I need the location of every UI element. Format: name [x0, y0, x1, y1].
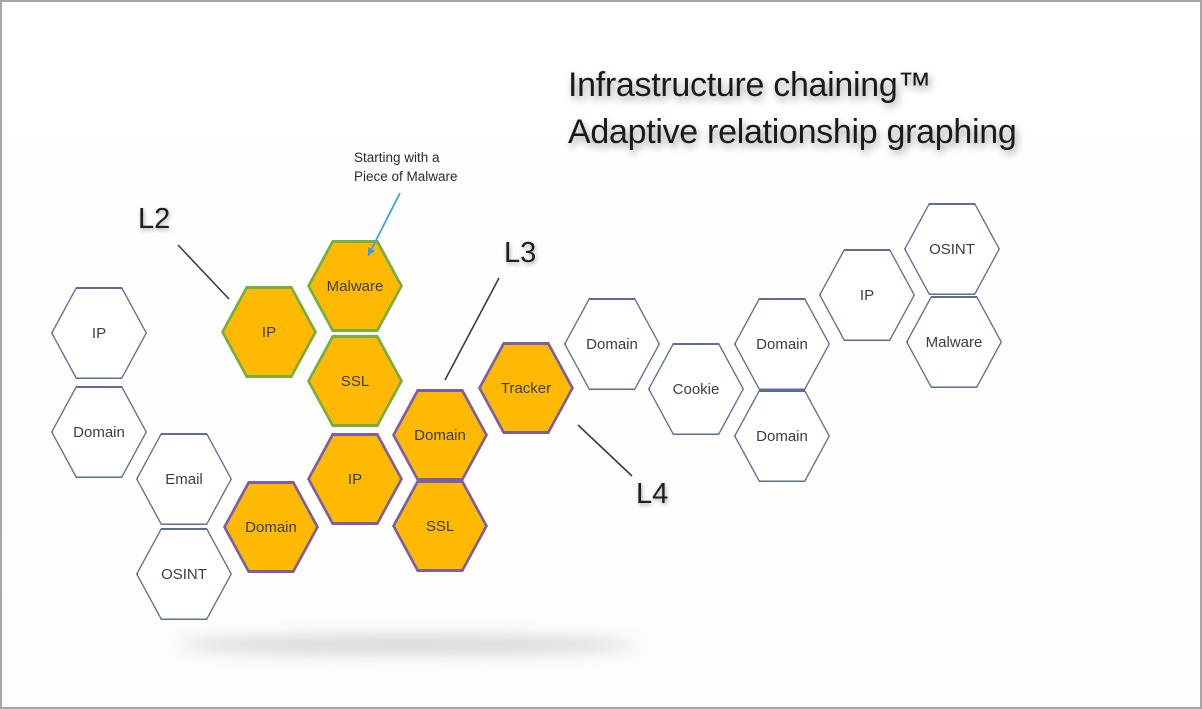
hex-label: Email: [165, 470, 203, 488]
title-line-1: Infrastructure chaining™: [568, 66, 932, 104]
hex-node-ssl-11: SSL: [392, 480, 488, 572]
hex-label: IP: [859, 286, 875, 304]
leader-line-l4: [577, 424, 633, 477]
hex-node-ssl-6: SSL: [307, 335, 403, 427]
hex-label: Domain: [414, 426, 466, 444]
hex-node-domain-1: Domain: [51, 386, 147, 478]
hex-fill: IP: [52, 288, 146, 378]
hex-node-domain-15: Domain: [734, 390, 830, 482]
hex-label: IP: [347, 470, 363, 488]
hex-fill: IP: [224, 289, 314, 375]
hex-fill: SSL: [310, 338, 400, 424]
hex-node-domain-12: Domain: [564, 298, 660, 390]
hex-fill: Malware: [310, 243, 400, 329]
hex-fill: Domain: [52, 387, 146, 477]
hex-node-tracker-8: Tracker: [478, 342, 574, 434]
hex-fill: Domain: [565, 299, 659, 389]
hex-node-ip-0: IP: [51, 287, 147, 379]
hex-node-malware-18: Malware: [906, 296, 1002, 388]
hex-node-malware-4: Malware: [307, 240, 403, 332]
hex-label: Domain: [73, 423, 125, 441]
hex-fill: IP: [310, 436, 400, 522]
hex-node-ip-5: IP: [221, 286, 317, 378]
hex-label: SSL: [425, 517, 455, 535]
hex-fill: Tracker: [481, 345, 571, 431]
hex-label: OSINT: [161, 565, 207, 583]
annotation-line-2: Piece of Malware: [354, 169, 458, 184]
hex-node-ip-16: IP: [819, 249, 915, 341]
malware-annotation: Starting with a Piece of Malware: [354, 148, 458, 186]
hex-label: Domain: [756, 427, 808, 445]
hex-fill: IP: [820, 250, 914, 340]
hex-fill: OSINT: [137, 529, 231, 619]
leader-line-l2: [177, 244, 230, 300]
hex-label: IP: [91, 324, 107, 342]
hex-fill: Domain: [226, 484, 316, 570]
hex-fill: Domain: [395, 392, 485, 478]
hex-node-ip-9: IP: [307, 433, 403, 525]
hex-label: Malware: [925, 333, 983, 351]
level-label-l3: L3: [504, 237, 537, 269]
hex-node-osint-17: OSINT: [904, 203, 1000, 295]
slide-title: Infrastructure chaining™ Adaptive relati…: [568, 62, 1017, 156]
hex-label: SSL: [340, 372, 370, 390]
hex-fill: Cookie: [649, 344, 743, 434]
floor-shadow: [177, 635, 637, 655]
hex-node-domain-10: Domain: [223, 481, 319, 573]
hex-fill: Malware: [907, 297, 1001, 387]
title-line-2: Adaptive relationship graphing: [568, 113, 1017, 151]
hex-label: Domain: [245, 518, 297, 536]
hex-node-domain-7: Domain: [392, 389, 488, 481]
hex-label: OSINT: [929, 240, 975, 258]
hex-fill: Domain: [735, 299, 829, 389]
hex-node-domain-14: Domain: [734, 298, 830, 390]
hex-node-osint-3: OSINT: [136, 528, 232, 620]
hex-node-email-2: Email: [136, 433, 232, 525]
hex-fill: Domain: [735, 391, 829, 481]
hex-node-cookie-13: Cookie: [648, 343, 744, 435]
hex-label: Cookie: [672, 380, 720, 398]
hex-fill: SSL: [395, 483, 485, 569]
annotation-line-1: Starting with a: [354, 150, 440, 165]
hex-label: Domain: [586, 335, 638, 353]
hex-label: Malware: [326, 277, 384, 295]
level-label-l2: L2: [138, 203, 171, 235]
hex-label: Domain: [756, 335, 808, 353]
hex-label: IP: [261, 323, 277, 341]
level-label-l4: L4: [636, 478, 669, 510]
hex-fill: Email: [137, 434, 231, 524]
hex-fill: OSINT: [905, 204, 999, 294]
hex-label: Tracker: [500, 379, 552, 397]
